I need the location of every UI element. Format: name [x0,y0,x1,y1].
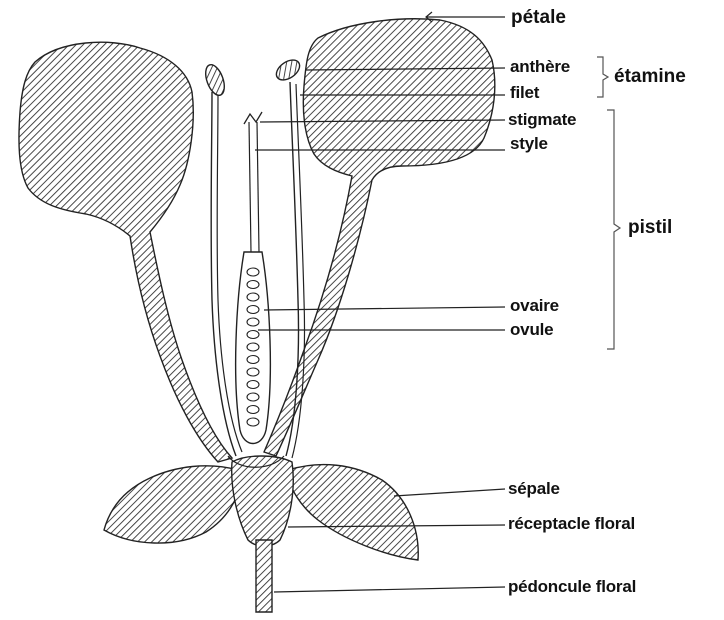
receptacle [232,456,294,546]
label-pistil: pistil [628,218,672,237]
etamine-bracket [597,57,608,97]
label-filet: filet [510,84,539,101]
label-style: style [510,135,548,152]
label-ovule: ovule [510,321,553,338]
left-anther [202,62,228,98]
pedoncule-leader [274,587,505,592]
left-filament [211,92,236,456]
pistil-bracket [607,110,620,349]
ovaire-leader [264,307,505,310]
right-anther [273,56,303,84]
label-etamine: étamine [614,67,686,86]
right-sepal [288,465,418,560]
right-petal [264,19,495,456]
label-petale: pétale [511,8,566,27]
label-anthere: anthère [510,58,570,75]
left-petal [19,42,232,462]
label-stigmate: stigmate [508,111,576,128]
label-ovaire: ovaire [510,297,559,314]
peduncle [256,540,272,612]
label-sepale: sépale [508,480,560,497]
label-pedoncule: pédoncule floral [508,578,636,595]
style [249,122,251,252]
label-receptacle: réceptacle floral [508,515,635,532]
left-sepal [104,466,240,543]
stigma [244,112,262,124]
sepale-leader [394,489,505,496]
